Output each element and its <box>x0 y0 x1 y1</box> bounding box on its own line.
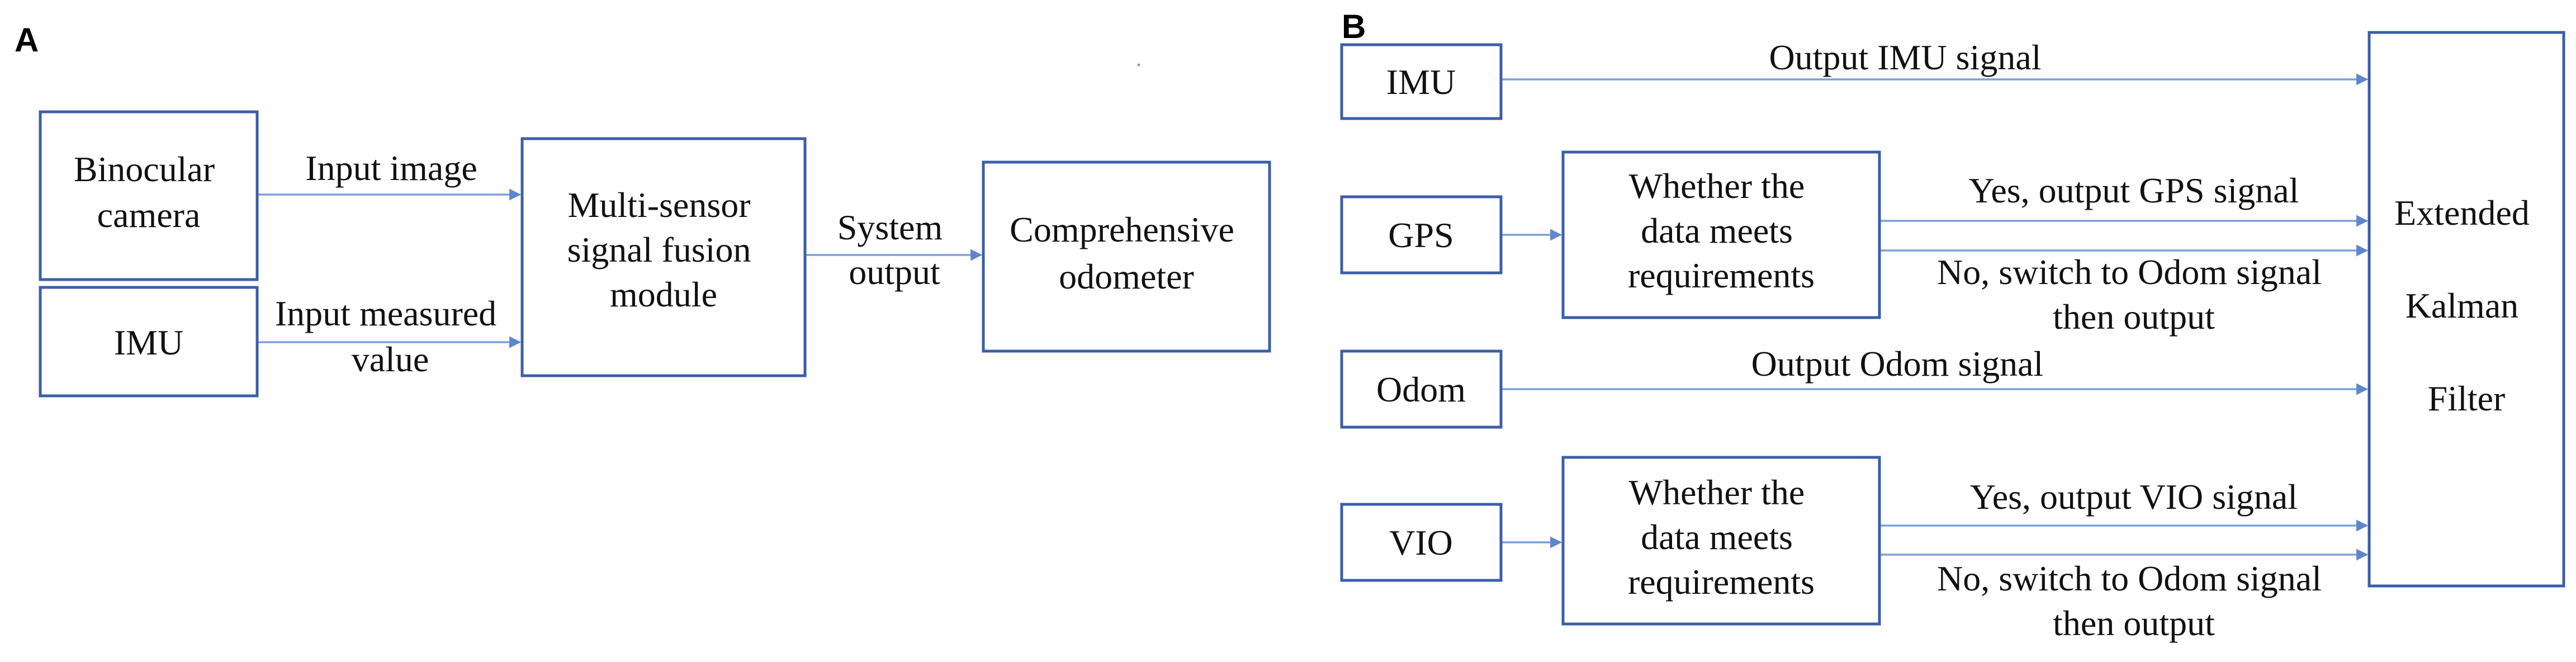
edge-label-line: output <box>849 252 940 292</box>
node-line: odometer <box>1059 257 1194 296</box>
edge-label-line: No, switch to Odom signal <box>1937 252 2322 292</box>
edge-label-line: System <box>837 207 943 247</box>
edge-label-line: then output <box>2053 297 2215 337</box>
node-line: signal fusion <box>567 230 751 269</box>
node-check-vio: Whether the data meets requirements <box>1561 456 1881 626</box>
node-line: Whether the <box>1629 166 1805 206</box>
node-line: module <box>610 275 717 314</box>
node-line: Multi-sensor <box>567 185 750 225</box>
node-line: Kalman <box>2405 286 2519 325</box>
node-line: Filter <box>2428 379 2506 418</box>
node-odometer: Comprehensive odometer <box>982 160 1271 353</box>
edge-label-system-output: System output <box>837 207 951 292</box>
node-extended-kalman-filter: Extended Kalman Filter <box>2367 31 2565 588</box>
edge-label-line: Yes, output GPS signal <box>1969 171 2299 210</box>
node-line: GPS <box>1388 215 1453 255</box>
node-fusion-module: Multi-sensor signal fusion module <box>520 137 807 377</box>
node-label: Binocular camera <box>74 149 224 235</box>
node-imu-a: IMU <box>39 286 259 398</box>
node-label: Odom <box>1376 370 1466 409</box>
edge-label-input-measured: Input measured value <box>275 294 505 379</box>
panel-b: B IMU GPS Odom <box>1340 8 2565 643</box>
edge-label-odom-out: Output Odom signal <box>1751 344 2044 384</box>
node-binocular-camera: Binocular camera <box>39 110 259 281</box>
node-label: GPS <box>1388 215 1453 255</box>
stray-dot <box>1137 63 1140 67</box>
edge-label-line: Yes, output VIO signal <box>1970 477 2298 517</box>
node-label: Extended Kalman Filter <box>2394 193 2539 418</box>
node-line: data meets <box>1641 211 1793 250</box>
node-odom: Odom <box>1340 349 1503 429</box>
edge-label-line: value <box>352 339 429 379</box>
node-line: data meets <box>1641 517 1793 557</box>
edge-label-line: then output <box>2053 603 2215 643</box>
edge-label-imu-out: Output IMU signal <box>1769 37 2041 77</box>
node-label: IMU <box>1386 62 1456 102</box>
node-label: Multi-sensor signal fusion module <box>567 185 760 314</box>
node-label: IMU <box>114 323 183 362</box>
edge-label-input-image: Input image <box>305 148 477 188</box>
node-line: camera <box>97 195 201 235</box>
panel-a-letter: A <box>15 21 39 59</box>
edge-label-gps-no: No, switch to Odom signal then output <box>1937 252 2331 337</box>
edge-label-line: Input image <box>305 148 477 188</box>
panel-a: A Binocular camera IMU Multi-sensor sign… <box>15 21 1271 398</box>
node-line: VIO <box>1389 523 1453 562</box>
node-line: Binocular <box>74 149 215 189</box>
node-imu-b: IMU <box>1340 43 1503 120</box>
node-line: Comprehensive <box>1010 210 1234 249</box>
node-label: Whether the data meets requirements <box>1628 166 1815 295</box>
node-line: IMU <box>1386 62 1456 102</box>
edge-label-line: Output Odom signal <box>1751 344 2044 384</box>
node-line: IMU <box>114 323 183 362</box>
edge-label-vio-no: No, switch to Odom signal then output <box>1937 559 2331 643</box>
node-line: Odom <box>1376 370 1466 409</box>
node-vio: VIO <box>1340 503 1503 582</box>
node-line: Extended <box>2394 193 2530 233</box>
node-label: VIO <box>1389 523 1453 562</box>
node-check-gps: Whether the data meets requirements <box>1561 150 1881 319</box>
edge-label-vio-yes: Yes, output VIO signal <box>1970 477 2298 517</box>
node-gps: GPS <box>1340 195 1503 275</box>
node-line: requirements <box>1628 562 1815 602</box>
edge-label-gps-yes: Yes, output GPS signal <box>1969 171 2299 210</box>
edge-label-line: No, switch to Odom signal <box>1937 559 2322 598</box>
node-label: Whether the data meets requirements <box>1628 472 1815 602</box>
panel-b-letter: B <box>1342 8 1366 45</box>
edge-label-line: Input measured <box>275 294 496 333</box>
node-label: Comprehensive odometer <box>1010 210 1243 296</box>
edge-label-line: Output IMU signal <box>1769 37 2041 77</box>
node-line: Whether the <box>1629 472 1805 512</box>
node-line: requirements <box>1628 256 1815 295</box>
